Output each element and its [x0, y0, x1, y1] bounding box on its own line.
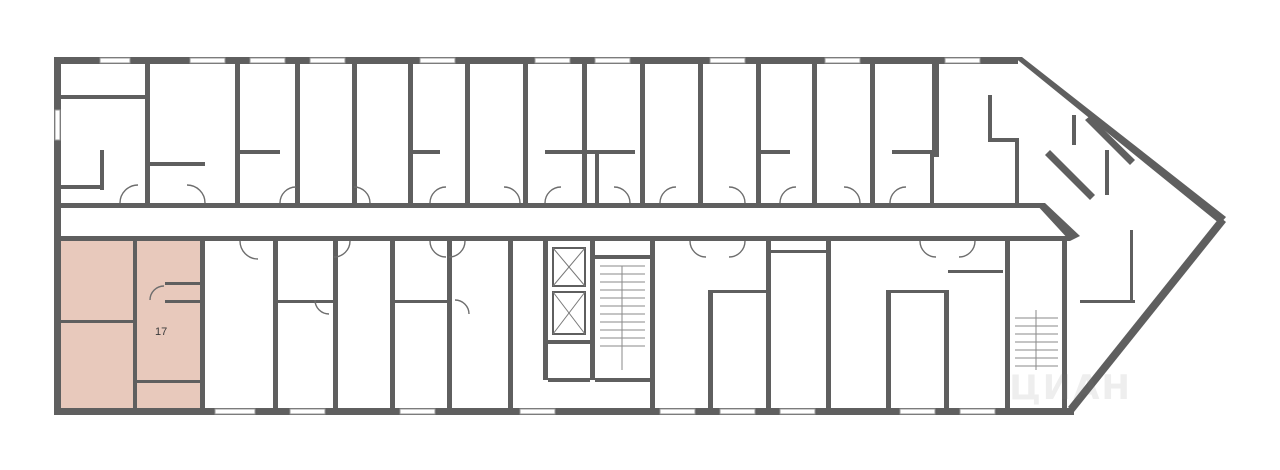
windows — [54, 57, 996, 415]
corridor-walls — [60, 203, 1080, 241]
wing-partitions — [1045, 115, 1135, 303]
outer-walls — [54, 57, 1226, 415]
apartment-17[interactable] — [60, 240, 200, 412]
apartment-number: 17 — [155, 326, 168, 338]
elevator-shafts — [552, 247, 586, 335]
south-partitions — [60, 240, 1067, 410]
stairwell — [600, 265, 645, 370]
north-partitions — [60, 60, 1019, 205]
east-stairwell — [1015, 310, 1058, 370]
door-swings — [119, 184, 976, 315]
watermark: ЦИАН — [1009, 368, 1132, 408]
